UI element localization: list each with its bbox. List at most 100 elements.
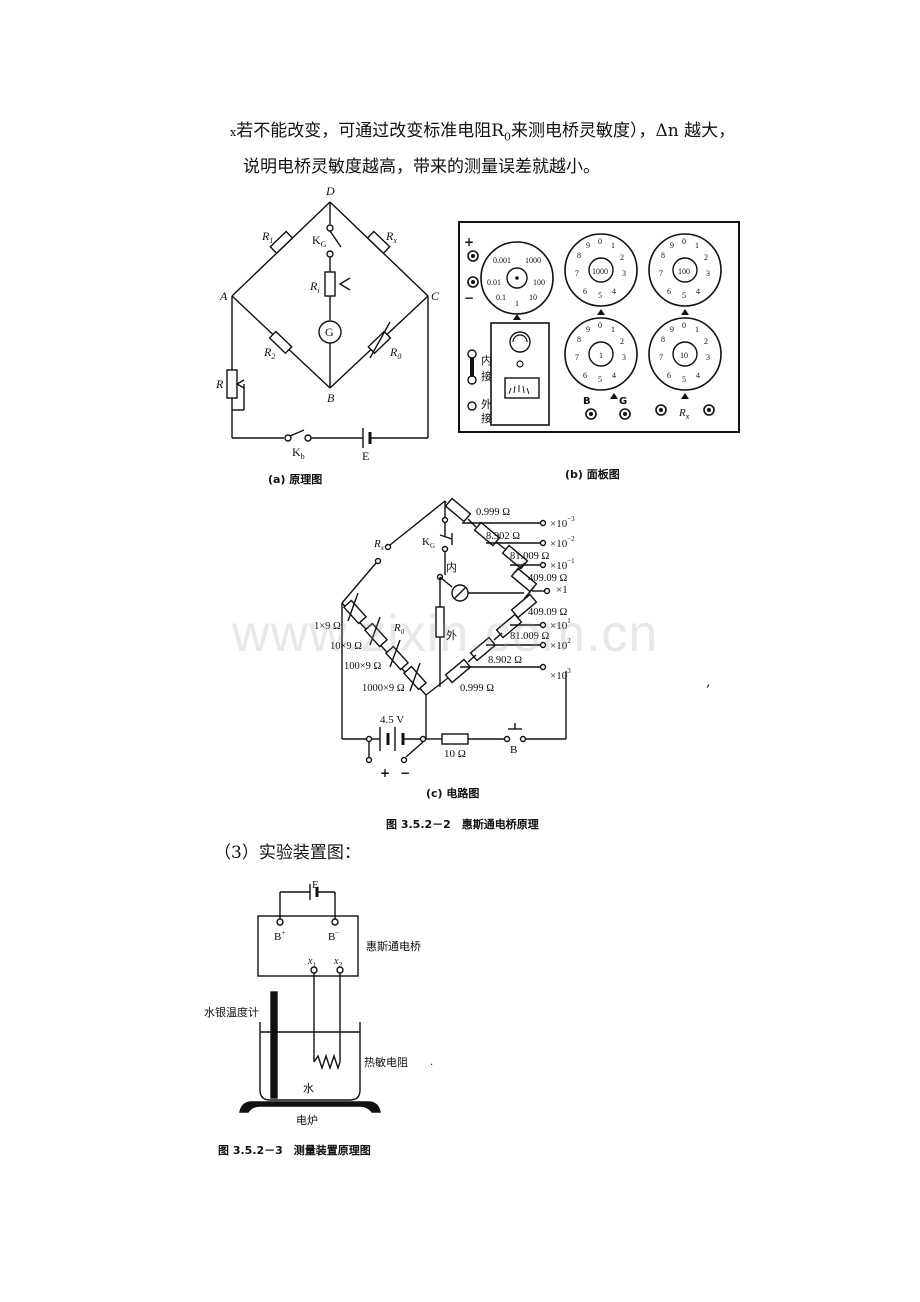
- c-label-minus: −: [400, 766, 410, 780]
- svg-text:9: 9: [670, 325, 674, 334]
- svg-text:3: 3: [706, 353, 710, 362]
- dial1-1: 1: [515, 299, 519, 308]
- line1-text-a: 若不能改变，可通过改变标准电阻: [236, 121, 492, 141]
- line1-r-sub: 0: [504, 130, 512, 144]
- label-Rx: Rx: [385, 229, 397, 245]
- label-G: G: [325, 325, 334, 339]
- svg-text:8: 8: [577, 335, 581, 344]
- svg-text:7: 7: [659, 353, 663, 362]
- figure-a-principle: D A B C R1 Rx R2 R0 Ri KG G R Kb E (a) 原…: [215, 184, 440, 486]
- label-D: D: [325, 184, 335, 198]
- mult-2: ×10−2: [550, 535, 575, 550]
- c-label-KG: KG: [422, 536, 435, 550]
- label-R2: R2: [263, 345, 275, 361]
- svg-text:0: 0: [682, 237, 686, 246]
- setup-x2: x2: [333, 956, 342, 969]
- panel-Rx: Rx: [678, 407, 690, 421]
- svg-text:2: 2: [704, 337, 708, 346]
- label-KG: KG: [312, 233, 327, 249]
- mult-4: ×1: [556, 584, 568, 596]
- label-R: R: [215, 377, 224, 391]
- res-left-2: 10×9 Ω: [330, 641, 362, 652]
- setup-stove-label: 电炉: [296, 1114, 318, 1127]
- label-R0: R0: [389, 345, 401, 361]
- panel-G: G: [619, 396, 627, 407]
- svg-text:8: 8: [577, 251, 581, 260]
- subscript-x: x: [230, 126, 237, 139]
- svg-text:6: 6: [583, 287, 587, 296]
- svg-text:9: 9: [670, 241, 674, 250]
- svg-text:6: 6: [667, 287, 671, 296]
- dial1-0.01: 0.01: [487, 278, 501, 287]
- setup-thermistor-label: 热敏电阻: [364, 1055, 408, 1069]
- section-3-heading: （3）实验装置图：: [214, 843, 361, 863]
- svg-text:1: 1: [695, 325, 699, 334]
- dial1-100: 100: [533, 278, 545, 287]
- svg-text:5: 5: [598, 291, 602, 300]
- dial-center-1000: 1000: [592, 267, 608, 276]
- svg-text:2: 2: [620, 253, 624, 262]
- setup-Bplus: B+: [274, 929, 285, 943]
- line1-text-b: 来测电桥灵敏度），Δn 越大，: [511, 121, 736, 141]
- res-left-1: 1×9 Ω: [314, 621, 341, 632]
- svg-text:4: 4: [696, 287, 700, 296]
- res-right-4: 409.09 Ω: [528, 573, 568, 584]
- panel-plus: +: [464, 235, 474, 249]
- figure-caption-3-5-2-3: 图 3.5.2－3 测量装置原理图: [218, 1144, 371, 1157]
- stray-mark: ,: [706, 674, 711, 690]
- dial1-1000: 1000: [525, 256, 541, 265]
- res-right-2: 8.902 Ω: [486, 531, 520, 542]
- label-E: E: [362, 449, 369, 463]
- svg-text:6: 6: [583, 371, 587, 380]
- caption-a: (a) 原理图: [268, 473, 322, 486]
- dial-center-10: 10: [680, 351, 688, 360]
- paragraph-line-1: x若不能改变，可通过改变标准电阻R0来测电桥灵敏度），Δn 越大，: [230, 120, 735, 148]
- svg-text:6: 6: [667, 371, 671, 380]
- panel-minus: −: [464, 291, 474, 305]
- svg-text:4: 4: [696, 371, 700, 380]
- setup-bridge-label: 惠斯通电桥: [366, 939, 421, 953]
- svg-text:3: 3: [622, 353, 626, 362]
- panel-B: B: [583, 396, 591, 407]
- svg-text:9: 9: [586, 325, 590, 334]
- setup-Bminus: B−: [328, 929, 339, 943]
- c-label-nei: 内: [446, 560, 457, 574]
- svg-text:0: 0: [598, 321, 602, 330]
- svg-text:4: 4: [612, 371, 616, 380]
- dial1-10: 10: [529, 293, 537, 302]
- label-A: A: [219, 289, 228, 303]
- svg-text:9: 9: [586, 241, 590, 250]
- figure-setup: E B+ B− x1 x2 惠斯通电桥 水银温度计 热敏电阻 水 电炉: [204, 879, 421, 1127]
- stray-dot: ·: [430, 1060, 434, 1071]
- panel-nei: 内: [481, 353, 492, 367]
- setup-water-label: 水: [303, 1082, 314, 1095]
- label-C: C: [431, 289, 440, 303]
- c-label-10ohm: 10 Ω: [444, 748, 466, 760]
- dial1-0.001: 0.001: [493, 256, 511, 265]
- figure-caption-3-5-2-2: 图 3.5.2－2 惠斯通电桥原理: [386, 818, 539, 831]
- res-right-3: 81.009 Ω: [510, 551, 550, 562]
- c-label-Rx: Rx: [373, 538, 385, 552]
- figure-c-circuit: 0.999 Ω 8.902 Ω 81.009 Ω 409.09 Ω 409.09…: [314, 497, 575, 800]
- panel-jie-2: 接: [481, 412, 492, 425]
- setup-thermometer-label: 水银温度计: [204, 1005, 259, 1019]
- dial-center-1: 1: [599, 351, 603, 360]
- svg-text:5: 5: [682, 291, 686, 300]
- svg-text:1: 1: [695, 241, 699, 250]
- mult-5: ×101: [550, 617, 571, 632]
- dial1-0.1: 0.1: [496, 293, 506, 302]
- res-right-6: 81.009 Ω: [510, 631, 550, 642]
- res-right-8: 0.999 Ω: [460, 683, 494, 694]
- setup-E: E: [312, 879, 319, 891]
- svg-text:8: 8: [661, 335, 665, 344]
- c-label-R0: R0: [393, 622, 405, 636]
- svg-text:8: 8: [661, 251, 665, 260]
- svg-text:7: 7: [659, 269, 663, 278]
- svg-text:4: 4: [612, 287, 616, 296]
- svg-text:1: 1: [611, 241, 615, 250]
